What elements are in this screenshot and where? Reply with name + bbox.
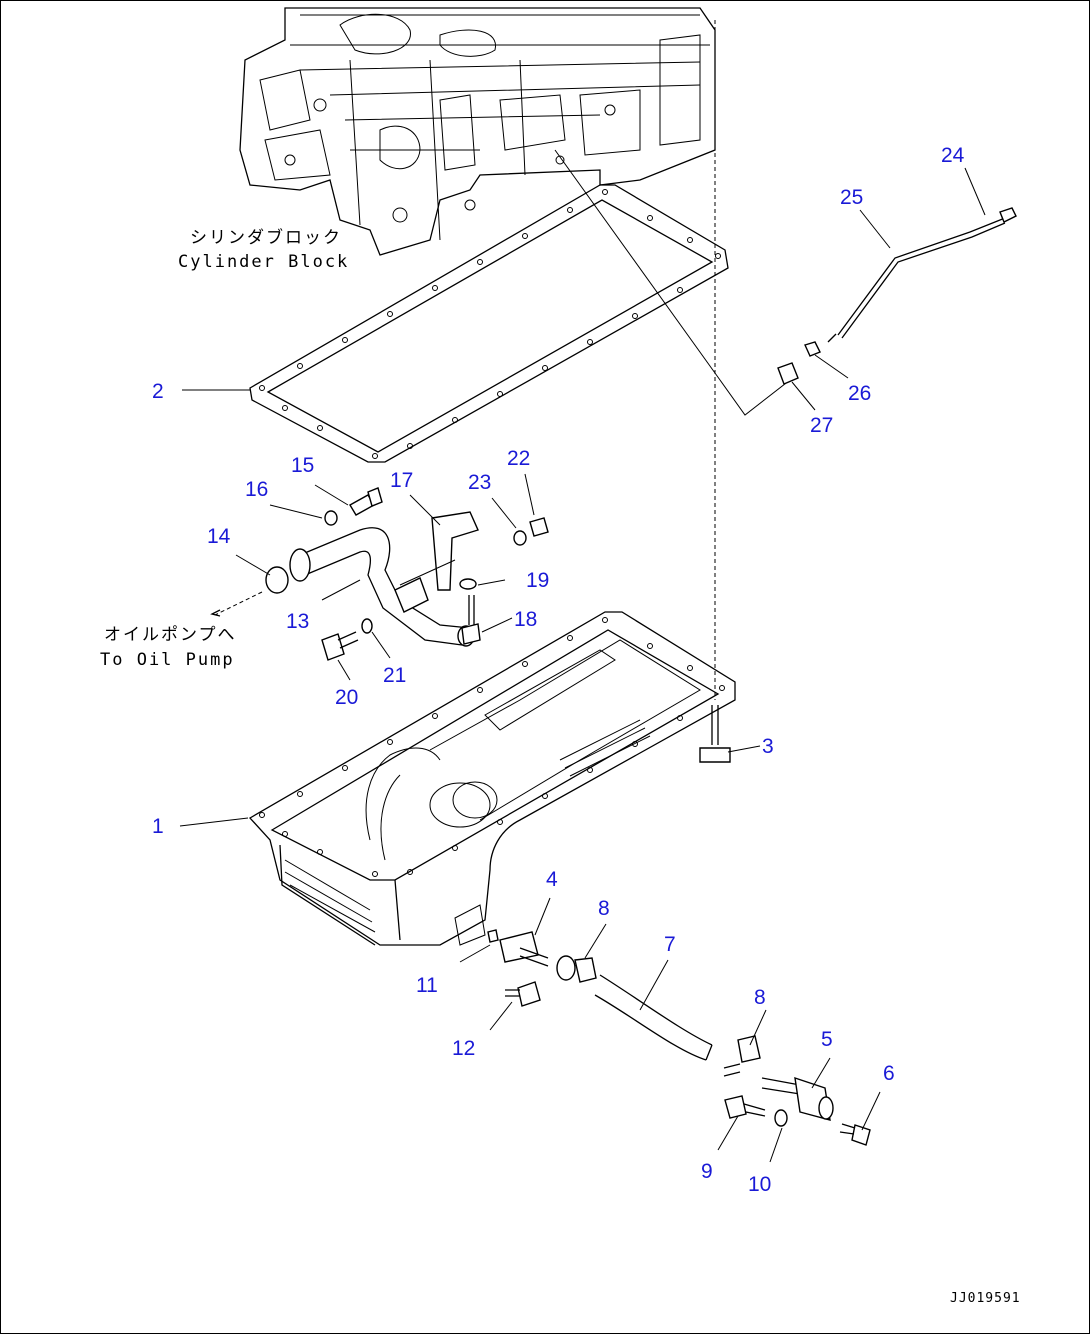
dipstick-assembly — [777, 207, 1017, 385]
callout-20: 20 — [335, 686, 358, 709]
oil-pan-gasket — [249, 184, 729, 463]
suction-tube-parts — [210, 487, 549, 661]
callout-24: 24 — [941, 144, 965, 167]
drain-hose-parts — [487, 705, 871, 1146]
oil-pump-label-en: To Oil Pump — [100, 650, 235, 670]
callout-6: 6 — [883, 1062, 895, 1085]
callout-13: 13 — [286, 610, 309, 633]
cylinder-block-label-jp: シリンダブロック — [190, 227, 342, 248]
callout-27: 27 — [810, 414, 833, 437]
callout-18: 18 — [514, 608, 537, 631]
callout-3: 3 — [762, 735, 774, 758]
callout-8-upper: 8 — [598, 897, 610, 920]
callout-25: 25 — [840, 186, 863, 209]
callout-11: 11 — [416, 974, 438, 997]
callout-23: 23 — [468, 471, 491, 494]
callout-12: 12 — [452, 1037, 475, 1060]
leader-lines — [179, 167, 986, 1163]
callout-15: 15 — [291, 454, 314, 477]
callout-5: 5 — [821, 1028, 833, 1051]
oil-pump-label-jp: オイルポンプへ — [104, 625, 237, 645]
callout-2: 2 — [152, 380, 164, 403]
oil-pan — [248, 611, 736, 946]
cylinder-block-label-en: Cylinder Block — [178, 252, 349, 272]
callout-numbers: 2 1 3 4 5 6 7 8 8 9 10 11 12 13 14 15 16… — [152, 144, 965, 1196]
callout-1: 1 — [152, 815, 164, 838]
cylinder-block-drawing — [239, 7, 716, 256]
callout-16: 16 — [245, 478, 268, 501]
callout-7: 7 — [664, 933, 676, 956]
drawing-code: JJ019591 — [950, 1291, 1021, 1306]
callout-9: 9 — [701, 1160, 713, 1183]
callout-21: 21 — [383, 664, 406, 687]
callout-22: 22 — [507, 447, 530, 470]
callout-8-lower: 8 — [754, 986, 766, 1009]
callout-17: 17 — [390, 469, 413, 492]
callout-26: 26 — [848, 382, 871, 405]
callout-14: 14 — [207, 525, 231, 548]
callout-4: 4 — [546, 868, 558, 891]
callout-10: 10 — [748, 1173, 771, 1196]
dipstick-guide-line — [554, 149, 791, 416]
callout-19: 19 — [526, 569, 549, 592]
